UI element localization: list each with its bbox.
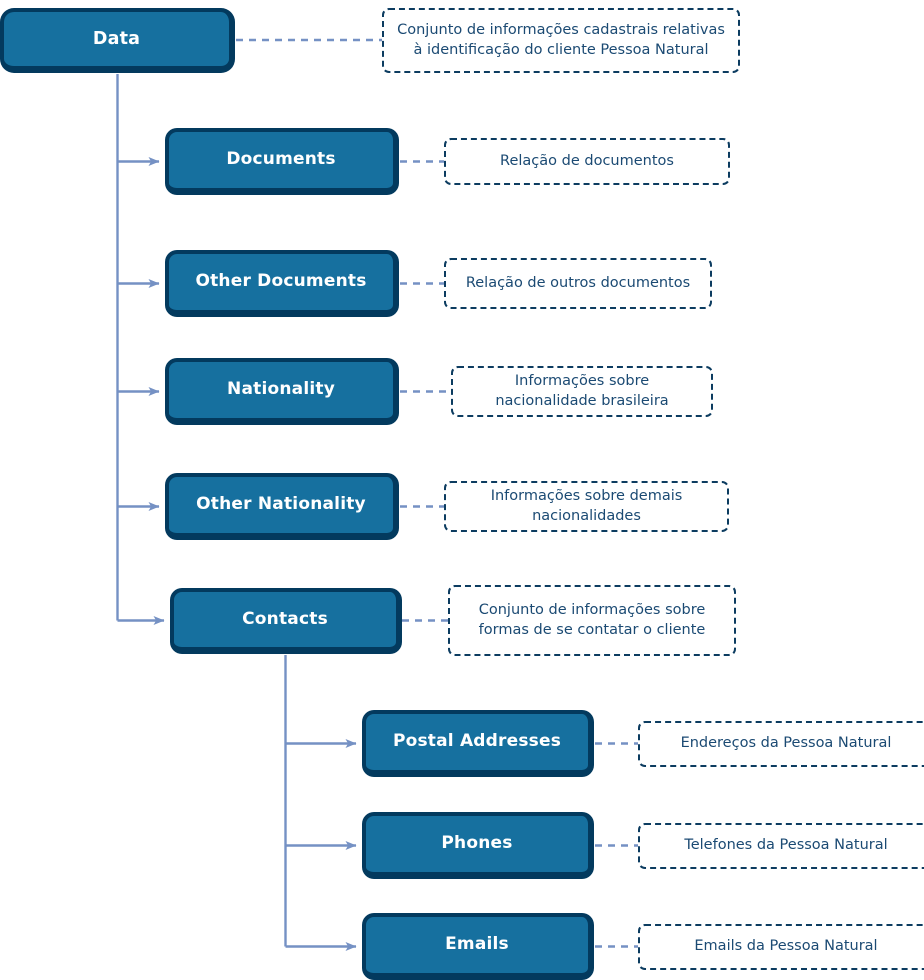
note-nationality: Informações sobre nacionalidade brasilei… (451, 366, 713, 417)
note-other-documents: Relação de outros documentos (444, 258, 712, 309)
note-contacts: Conjunto de informações sobre formas de … (448, 585, 736, 656)
node-other-nationality[interactable]: Other Nationality (165, 473, 399, 540)
node-other-documents[interactable]: Other Documents (165, 250, 399, 317)
note-emails: Emails da Pessoa Natural (638, 924, 924, 970)
note-phones: Telefones da Pessoa Natural (638, 823, 924, 869)
node-contacts[interactable]: Contacts (170, 588, 402, 654)
note-documents: Relação de documentos (444, 138, 730, 185)
note-data: Conjunto de informações cadastrais relat… (382, 8, 740, 73)
node-postal-addresses[interactable]: Postal Addresses (362, 710, 594, 777)
node-phones[interactable]: Phones (362, 812, 594, 879)
note-postal-addresses: Endereços da Pessoa Natural (638, 721, 924, 767)
node-emails[interactable]: Emails (362, 913, 594, 980)
node-documents[interactable]: Documents (165, 128, 399, 195)
note-other-nationality: Informações sobre demais nacionalidades (444, 481, 729, 532)
node-data[interactable]: Data (0, 8, 235, 73)
node-nationality[interactable]: Nationality (165, 358, 399, 425)
